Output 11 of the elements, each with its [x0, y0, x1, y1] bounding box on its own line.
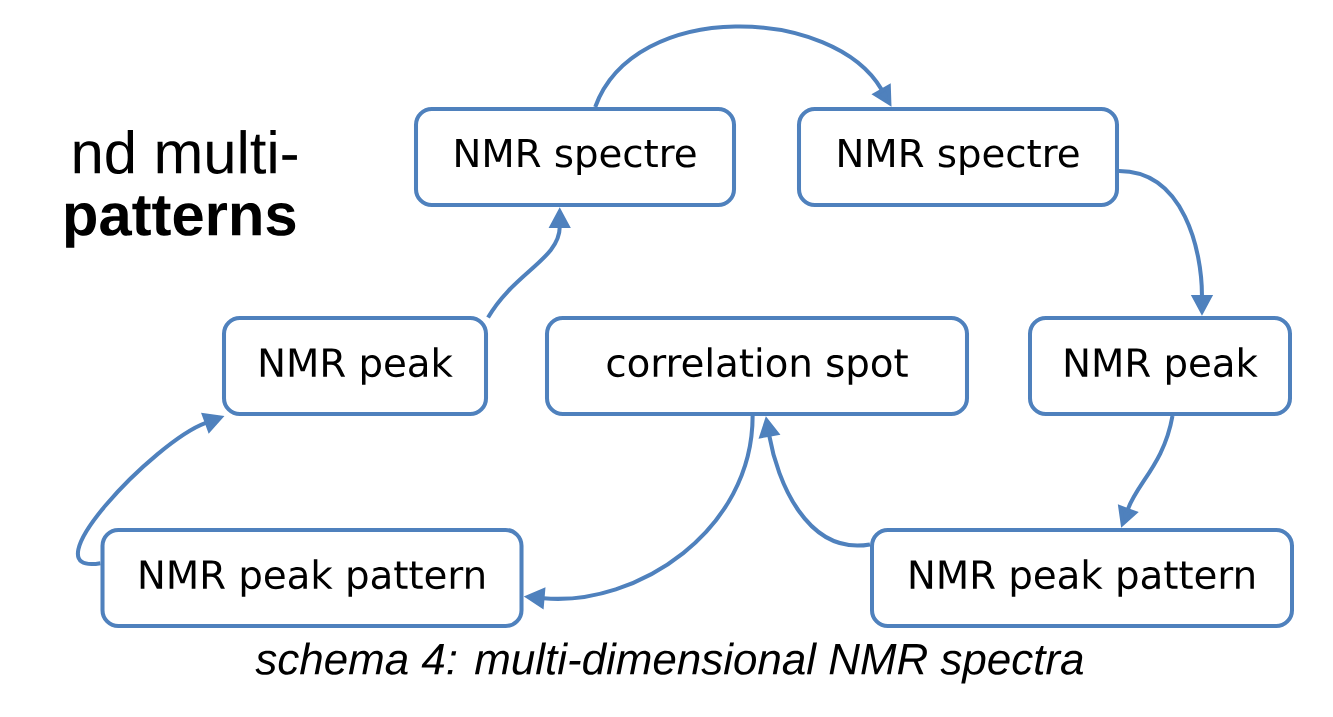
slide-text: patterns: [65, 196, 296, 248]
process-box: NMR spectre: [797, 107, 1119, 207]
slide-text: nd multi-: [74, 130, 297, 174]
caption: schema 4: multi-dimensional NMR spectra: [255, 642, 1083, 684]
process-box: NMR peak: [1028, 316, 1292, 416]
process-box: NMR peak pattern: [100, 527, 524, 628]
process-box: NMR peak: [222, 316, 489, 416]
arrow: [593, 24, 892, 108]
process-box: NMR peak pattern: [870, 527, 1294, 628]
process-box: correlation spot: [545, 316, 969, 416]
process-box: NMR spectre: [414, 107, 737, 207]
